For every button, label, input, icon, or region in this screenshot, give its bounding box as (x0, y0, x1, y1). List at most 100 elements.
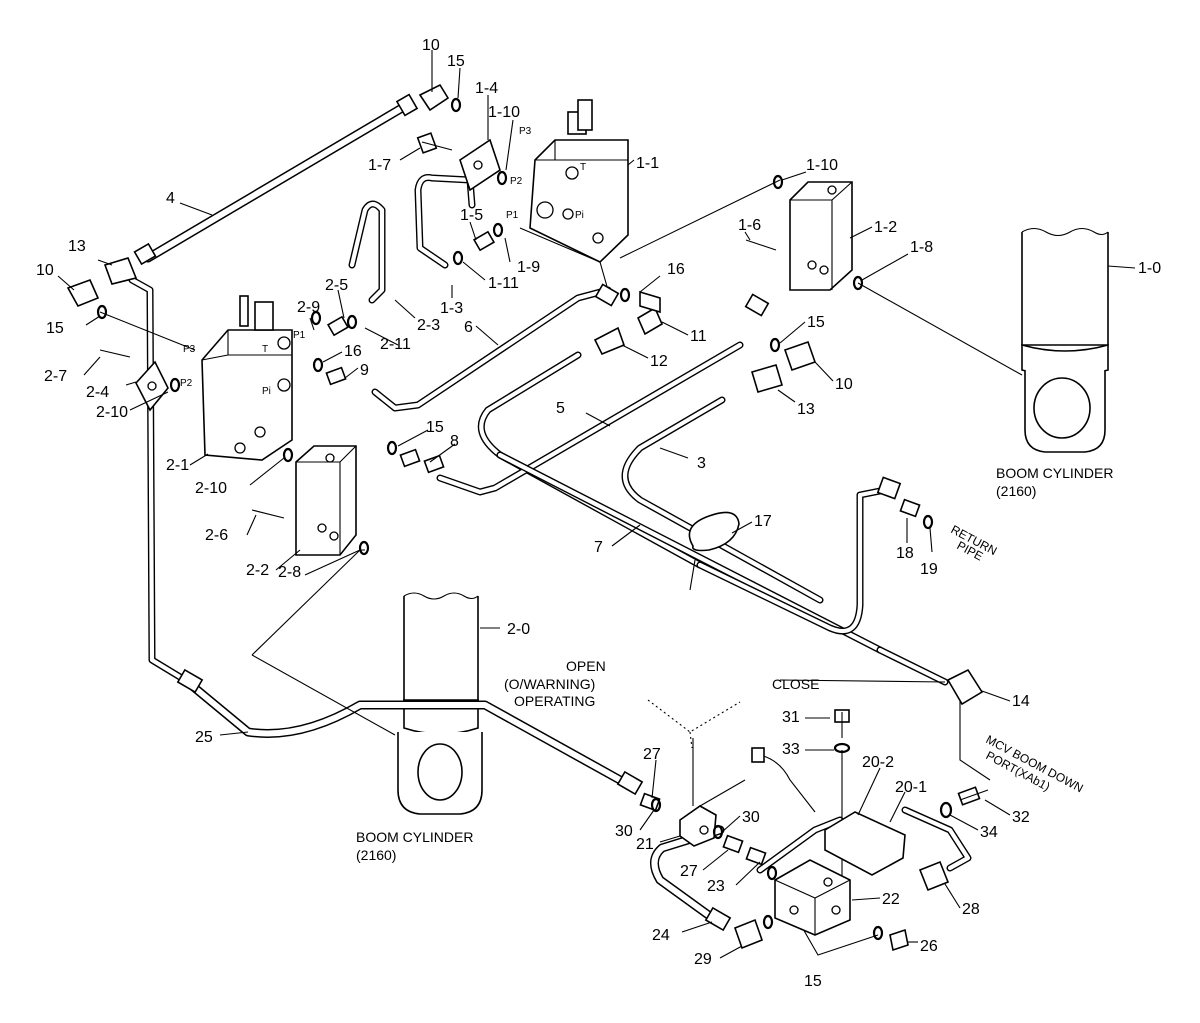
open-caption-3: OPERATING (514, 693, 595, 709)
callout-16: 16 (344, 343, 362, 360)
callout-28: 28 (962, 901, 980, 918)
callout-18: 18 (896, 545, 914, 562)
port-label-pi: Pi (575, 210, 584, 221)
callout-12: 12 (650, 353, 668, 370)
callout-15: 15 (447, 53, 465, 70)
callout-2-8: 2-8 (278, 564, 301, 581)
callout-13: 13 (797, 401, 815, 418)
callout-2-6: 2-6 (205, 527, 228, 544)
callout-6: 6 (464, 319, 473, 336)
callout-1-4: 1-4 (475, 80, 498, 97)
port-labels: P3 P2 P1 T Pi P3 P1 T Pi P2 (180, 126, 586, 397)
block-2-2 (295, 445, 357, 556)
callout-15: 15 (46, 320, 64, 337)
callout-7: 7 (594, 539, 603, 556)
callout-1-7: 1-7 (368, 157, 391, 174)
callout-1-1: 1-1 (636, 155, 659, 172)
callout-32: 32 (1012, 809, 1030, 826)
fittings (66, 83, 984, 952)
port-label-t: T (580, 162, 586, 173)
block-1-2 (789, 181, 853, 291)
callout-24: 24 (652, 927, 670, 944)
callout-2-1: 2-1 (166, 457, 189, 474)
callout-1-8: 1-8 (910, 239, 933, 256)
callout-1-10: 1-10 (488, 104, 520, 121)
callout-1-10: 1-10 (806, 157, 838, 174)
callout-2-5: 2-5 (325, 277, 348, 294)
port-label-p2: P2 (180, 378, 193, 389)
callout-3: 3 (697, 455, 706, 472)
callout-10: 10 (36, 262, 54, 279)
callout-34: 34 (980, 824, 998, 841)
callout-11: 11 (690, 328, 707, 345)
port-label-t: T (262, 344, 268, 355)
callout-1-5: 1-5 (460, 207, 483, 224)
callout-2-10: 2-10 (195, 480, 227, 497)
callout-2-9: 2-9 (297, 299, 320, 316)
callout-leaders (57, 50, 1136, 959)
close-caption: CLOSE (772, 676, 819, 692)
callout-2-10: 2-10 (96, 404, 128, 421)
valve-block-1-1 (529, 99, 629, 263)
callout-33: 33 (782, 741, 800, 758)
boom-cylinder-right-caption: BOOM CYLINDER (996, 465, 1113, 481)
flange-1-4 (459, 138, 501, 192)
callout-9: 9 (360, 362, 369, 379)
callout-2-4: 2-4 (86, 384, 109, 401)
callout-labels: 10 15 1-4 1-10 1-7 1-5 1-1 1-10 1-6 1-2 … (36, 37, 1161, 990)
callout-8: 8 (450, 433, 459, 450)
callout-27: 27 (680, 863, 698, 880)
callout-10: 10 (422, 37, 440, 54)
callout-1-3: 1-3 (440, 300, 463, 317)
port-label-pi: Pi (262, 386, 271, 397)
port-label-p1: P1 (293, 330, 306, 341)
ball-valve-21 (679, 738, 746, 847)
callout-30: 30 (742, 809, 760, 826)
callout-2-0: 2-0 (507, 621, 530, 638)
callout-25: 25 (195, 729, 213, 746)
hydraulic-lines (128, 103, 972, 927)
callout-5: 5 (556, 400, 565, 417)
callout-23: 23 (707, 878, 725, 895)
callout-16: 16 (667, 261, 685, 278)
callout-4: 4 (166, 190, 175, 207)
callout-1-2: 1-2 (874, 219, 897, 236)
callout-20-1: 20-1 (895, 779, 927, 796)
boom-cylinder-left-model: (2160) (356, 847, 396, 863)
callout-15: 15 (807, 314, 825, 331)
callout-17: 17 (754, 513, 772, 530)
callout-2-3: 2-3 (417, 317, 440, 334)
callout-15: 15 (426, 419, 444, 436)
callout-29: 29 (694, 951, 712, 968)
callout-2-2: 2-2 (246, 562, 269, 579)
callout-22: 22 (882, 891, 900, 908)
callout-31: 31 (782, 709, 800, 726)
open-caption: OPEN (566, 658, 606, 674)
boom-cylinder-right (1021, 227, 1109, 453)
bolts (99, 141, 989, 801)
valve-block-2-1 (201, 295, 293, 461)
boom-cylinder-right-model: (2160) (996, 483, 1036, 499)
callout-15: 15 (804, 973, 822, 990)
selector-20 (751, 747, 906, 876)
boom-cylinder-left-caption: BOOM CYLINDER (356, 829, 473, 845)
port-label-p3: P3 (519, 126, 532, 137)
callout-26: 26 (920, 938, 938, 955)
flange-2-4 (135, 360, 169, 412)
open-caption-2: (O/WARNING) (504, 676, 595, 692)
callout-27: 27 (643, 746, 661, 763)
callout-21: 21 (636, 836, 654, 853)
callout-13: 13 (68, 238, 86, 255)
callout-2-7: 2-7 (44, 368, 67, 385)
port-label-p3: P3 (183, 344, 196, 355)
port-label-p2: P2 (510, 176, 523, 187)
callout-2-11: 2-11 (380, 336, 411, 353)
callout-20-2: 20-2 (862, 754, 894, 771)
callout-14: 14 (1012, 693, 1030, 710)
port-label-p1: P1 (506, 210, 519, 221)
callout-1-6: 1-6 (738, 217, 761, 234)
callout-1-0: 1-0 (1138, 260, 1161, 277)
callout-19: 19 (920, 561, 938, 578)
callout-1-9: 1-9 (517, 259, 540, 276)
